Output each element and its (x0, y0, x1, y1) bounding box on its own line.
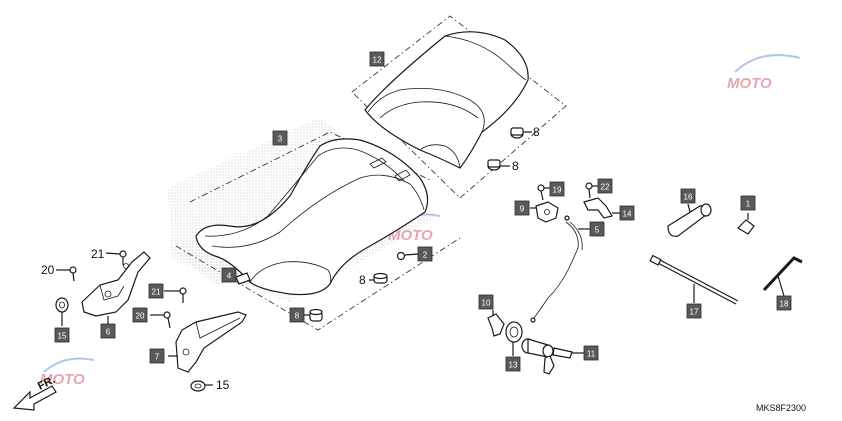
svg-text:21: 21 (152, 288, 161, 297)
extension-rod (649, 254, 739, 305)
watermark-text-bottom: MOTO (40, 371, 85, 388)
svg-text:8: 8 (295, 312, 300, 321)
bolt-icon (537, 184, 545, 201)
svg-text:3: 3 (278, 135, 283, 144)
callout-10: 10 (478, 294, 494, 310)
callout-2: 2 (417, 246, 433, 262)
svg-text:18: 18 (780, 300, 789, 309)
rear-seat-cowl-group (351, 15, 567, 199)
grommet-icon (487, 159, 501, 171)
svg-text:17: 17 (690, 308, 699, 317)
callout-21-right: 21 (148, 283, 164, 299)
grommet-icon (373, 272, 388, 284)
grommet-icon (309, 308, 323, 322)
front-direction-arrow: FR. (12, 374, 57, 411)
callout-8-cowl-b: 8 (512, 159, 519, 173)
screwdriver-bit (737, 219, 755, 235)
callout-16: 16 (680, 188, 696, 204)
svg-text:4: 4 (227, 272, 232, 281)
seat-lock-cable (533, 221, 579, 319)
seat-stay-left-group (55, 250, 151, 326)
svg-text:13: 13 (509, 361, 518, 370)
svg-text:2: 2 (423, 251, 428, 260)
svg-text:9: 9 (520, 205, 525, 214)
callout-11: 11 (583, 345, 599, 361)
watermark-text-top: MOTO (727, 75, 772, 92)
screw-icon (69, 266, 77, 282)
callout-9: 9 (514, 200, 530, 216)
callout-21-left: 21 (91, 247, 105, 261)
callout-7: 7 (149, 348, 165, 364)
seat-lock-hook (583, 197, 613, 219)
callout-3: 3 (272, 130, 288, 146)
washer-icon (55, 297, 69, 313)
lock-clip (487, 313, 505, 337)
svg-text:20: 20 (136, 312, 145, 321)
screw-icon (163, 311, 171, 329)
callout-15-right: 15 (216, 378, 230, 392)
main-seat (195, 138, 429, 296)
bolt-icon (585, 182, 593, 199)
callout-8-seat-grommet: 8 (359, 273, 366, 287)
callout-8-cowl-a: 8 (533, 125, 540, 139)
grommet-icon (396, 251, 406, 261)
svg-text:11: 11 (587, 350, 596, 359)
hex-wrench (762, 256, 803, 292)
svg-text:5: 5 (595, 226, 600, 235)
grommet-icon (510, 127, 524, 139)
watermark-logo-top: MOTO (727, 54, 801, 92)
svg-text:14: 14 (623, 210, 632, 219)
diagram-code: MKS8F2300 (756, 403, 806, 413)
screw-icon (179, 287, 187, 303)
watermark-logo-bottom: MOTO (40, 357, 95, 388)
callout-22: 22 (597, 178, 613, 194)
callout-18: 18 (776, 295, 792, 311)
svg-text:19: 19 (553, 186, 562, 195)
seat-stay-bracket (81, 251, 151, 317)
rear-seat-cowl (364, 31, 529, 169)
svg-text:15: 15 (58, 332, 67, 341)
tools-group (649, 203, 803, 305)
callout-20-left: 20 (41, 263, 55, 277)
callout-4: 4 (221, 267, 237, 283)
callout-14: 14 (619, 205, 635, 221)
tool-grip-handle (667, 203, 712, 237)
svg-text:12: 12 (373, 56, 382, 65)
callout-20-right: 20 (132, 307, 148, 323)
callout-8-seat: 8 (289, 307, 305, 323)
washer-icon (190, 380, 206, 392)
seat-stay-right-group (150, 287, 247, 392)
seat-lock-latch (535, 201, 559, 223)
callout-13: 13 (505, 356, 521, 372)
callout-15-left: 15 (54, 327, 70, 343)
callout-12: 12 (369, 51, 385, 67)
callout-19: 19 (549, 181, 565, 197)
key-cylinder (521, 338, 573, 375)
lock-cylinder-ring (505, 321, 523, 343)
callout-17: 17 (686, 303, 702, 319)
svg-text:16: 16 (684, 193, 693, 202)
svg-text:22: 22 (601, 183, 610, 192)
callout-1: 1 (740, 195, 756, 211)
callout-6: 6 (100, 323, 116, 339)
screw-icon (119, 250, 127, 265)
svg-text:6: 6 (106, 328, 111, 337)
seat-stay-rail (175, 311, 247, 373)
rubber-pad-icon (235, 272, 251, 285)
callout-5: 5 (589, 221, 605, 237)
svg-text:7: 7 (155, 353, 160, 362)
svg-text:1: 1 (746, 200, 751, 209)
svg-text:10: 10 (482, 299, 491, 308)
seat-lock-group (487, 182, 620, 375)
main-seat-group (168, 118, 461, 331)
